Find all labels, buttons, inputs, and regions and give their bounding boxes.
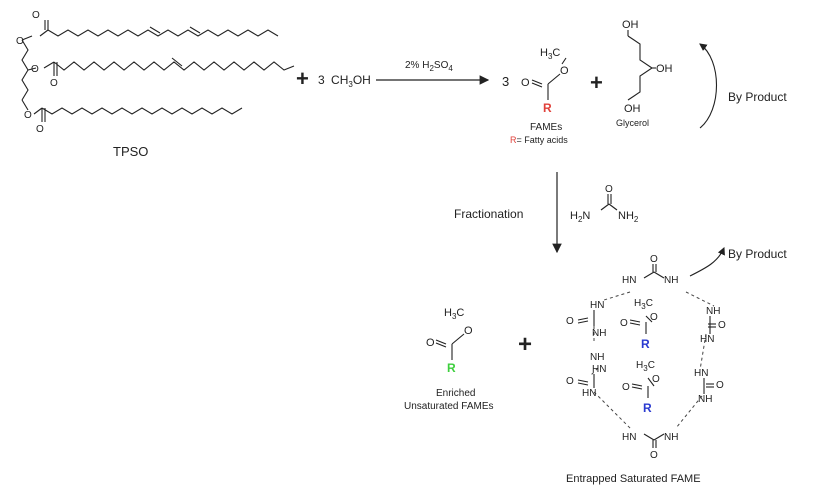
urea-complex: O HN NH HN O NH NH HN O HN NH O HN HN O … — [566, 254, 726, 461]
entrapped-1-ether-o: O — [650, 312, 658, 323]
enriched-ether-o: O — [464, 325, 473, 337]
fame-carbonyl-o: O — [521, 77, 530, 89]
urea-right-nh-1: NH — [706, 306, 720, 317]
urea-bottom-nh: NH — [664, 432, 678, 443]
tpso-atom-labels: O O O O O O — [16, 10, 58, 135]
enriched-label-1: Enriched — [436, 388, 475, 399]
byproduct-arrow-1 — [699, 43, 717, 129]
product-coefficient: 3 — [502, 74, 509, 89]
urea-left-hn-3: HN — [582, 388, 596, 399]
urea-left-hn-1: HN — [590, 300, 604, 311]
urea-top-o: O — [650, 254, 658, 265]
fame-methyl: H3C — [540, 47, 560, 61]
plus-sign-3: + — [518, 331, 532, 358]
enriched-label-2: Unsaturated FAMEs — [404, 401, 493, 412]
byproduct-label-1: By Product — [728, 90, 787, 104]
entrapped-1-methyl: H3C — [634, 298, 653, 311]
urea-bottom-o: O — [650, 450, 658, 461]
glycerol-oh-3: OH — [624, 103, 641, 115]
entrapped-2-carbonyl-o: O — [622, 382, 630, 393]
urea-left-nh-2: NH — [590, 352, 604, 363]
fame-r-group: R — [543, 101, 552, 115]
tpso-structure — [21, 20, 295, 122]
fame-ether-o: O — [560, 65, 569, 77]
entrapped-2-ether-o: O — [652, 374, 660, 385]
fame-structure — [531, 57, 567, 100]
tpso-carbonyl-o-2: O — [50, 78, 58, 89]
urea-unit-top — [643, 264, 665, 279]
urea-unit-right-2 — [703, 378, 714, 394]
tpso-carbonyl-o-3: O — [36, 124, 44, 135]
entrapped-2-r-group: R — [643, 401, 652, 415]
enriched-carbonyl-o: O — [426, 337, 435, 349]
fame-label: FAMEs — [530, 122, 562, 133]
entrapped-2-methyl: H3C — [636, 360, 655, 373]
urea-right-o-1: O — [718, 320, 726, 331]
urea-unit-bottom — [643, 433, 665, 448]
urea-bottom-hn: HN — [622, 432, 636, 443]
urea-left-nh-1: NH — [592, 328, 606, 339]
fractionation-label: Fractionation — [454, 207, 523, 221]
byproduct-label-2: By Product — [728, 247, 787, 261]
entrapped-label: Entrapped Saturated FAME — [566, 473, 701, 485]
urea-o: O — [605, 184, 613, 195]
urea-right-nh-2: NH — [698, 394, 712, 405]
plus-sign-2: + — [590, 70, 603, 95]
tpso-ester-o-2: O — [31, 64, 39, 75]
catalyst-label: 2% H2SO4 — [405, 60, 453, 73]
tpso-ester-o-1: O — [16, 36, 24, 47]
plus-sign-1: + — [296, 66, 309, 91]
urea-nh2-left: H2N — [570, 210, 590, 224]
tpso-carbonyl-o-1: O — [32, 10, 40, 21]
urea-unit-right-1 — [708, 316, 716, 334]
urea-left-hn-2: HN — [592, 364, 606, 375]
urea-right-hn-1: HN — [700, 334, 714, 345]
entrapped-1-carbonyl-o: O — [620, 318, 628, 329]
urea-unit-left-1 — [577, 310, 595, 326]
entrapped-1-r-group: R — [641, 337, 650, 351]
entrapped-fame-1 — [629, 315, 653, 334]
methanol-label: 3 CH3OH — [318, 73, 371, 89]
urea-top-hn: HN — [622, 275, 636, 286]
enriched-fame-structure — [435, 333, 465, 360]
urea-left-o-2: O — [566, 376, 574, 387]
glycerol-label: Glycerol — [616, 118, 649, 128]
glycerol-oh-2: OH — [656, 63, 673, 75]
urea-top-nh: NH — [664, 275, 678, 286]
byproduct-arrow-2 — [689, 246, 725, 277]
enriched-methyl: H3C — [444, 307, 464, 321]
fame-r-note: R= Fatty acids — [510, 135, 568, 145]
entrapped-fame-2 — [631, 377, 655, 398]
urea-unit-left-2 — [577, 374, 595, 388]
urea-right-o-2: O — [716, 380, 724, 391]
tpso-ester-o-3: O — [24, 110, 32, 121]
glycerol-structure — [627, 30, 656, 101]
urea-left-o-1: O — [566, 316, 574, 327]
urea-structure — [600, 194, 618, 211]
hydrogen-bond-links — [589, 291, 715, 431]
glycerol-oh-1: OH — [622, 19, 639, 31]
tpso-label: TPSO — [113, 144, 148, 159]
enriched-r-group: R — [447, 361, 456, 375]
urea-nh2-right: NH2 — [618, 210, 639, 224]
urea-right-hn-2: HN — [694, 368, 708, 379]
